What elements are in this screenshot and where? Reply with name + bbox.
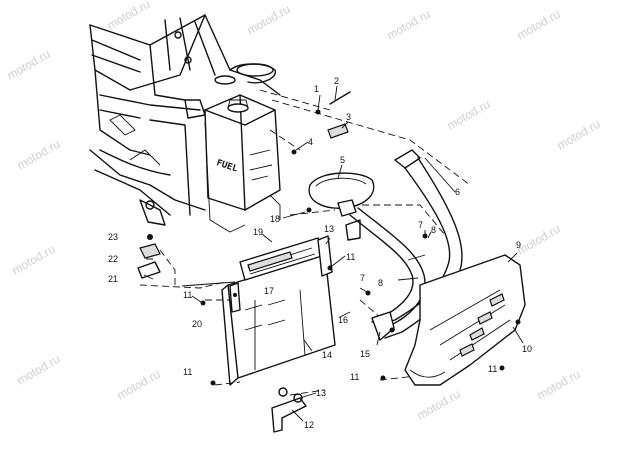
callout-3: 3	[346, 112, 351, 122]
callout-8a: 8	[431, 225, 436, 235]
callout-14: 14	[322, 350, 332, 360]
callout-23: 23	[108, 232, 118, 242]
watermark: motod.ru	[445, 97, 493, 133]
callout-16: 16	[338, 315, 348, 325]
callout-4: 4	[308, 137, 313, 147]
part-12-bracket	[271, 387, 307, 433]
callout-12: 12	[304, 420, 314, 430]
callout-11b: 11	[183, 290, 192, 300]
part-14-panel	[221, 235, 336, 386]
callout-22: 22	[108, 254, 118, 264]
watermark: motod.ru	[105, 0, 153, 33]
watermark: motod.ru	[115, 367, 163, 403]
callout-19: 19	[253, 227, 263, 237]
watermark: motod.ru	[385, 7, 433, 43]
callout-5: 5	[340, 155, 345, 165]
callout-labels: 1 2 3 4 5 6 7 7 8 8 9 10 11 11 11 11 11 …	[108, 76, 532, 430]
watermark: motod.ru	[535, 367, 583, 403]
callout-13a: 13	[324, 224, 334, 234]
watermark: motod.ru	[415, 387, 463, 423]
part-21-clip	[137, 234, 161, 279]
leader-lines	[143, 85, 524, 422]
callout-1: 1	[314, 84, 319, 94]
fuel-tank: FUEL	[204, 94, 281, 233]
callout-9: 9	[516, 240, 521, 250]
callout-11e: 11	[488, 364, 497, 374]
callout-17: 17	[264, 286, 274, 296]
callout-20: 20	[192, 319, 202, 329]
callout-7a: 7	[418, 220, 423, 230]
watermark: motod.ru	[15, 352, 63, 388]
part-9-skid-plate	[404, 254, 526, 386]
watermark: motod.ru	[555, 117, 603, 153]
callout-11c: 11	[183, 367, 192, 377]
watermark: motod.ru	[5, 47, 53, 83]
callout-13b: 13	[316, 388, 326, 398]
callout-2: 2	[334, 76, 339, 86]
watermark: motod.ru	[15, 137, 63, 173]
callout-15: 15	[360, 349, 370, 359]
part-5-pad	[308, 172, 375, 241]
callout-21: 21	[108, 274, 118, 284]
vehicle-frame	[89, 14, 281, 226]
watermark: motod.ru	[515, 7, 563, 43]
callout-11d: 11	[350, 372, 359, 382]
watermark: motod.ru	[245, 2, 293, 38]
watermark: motod.ru	[515, 222, 563, 258]
callout-11a: 11	[346, 252, 355, 262]
watermark: motod.ru	[10, 242, 58, 278]
callout-7b: 7	[360, 273, 365, 283]
callout-6: 6	[455, 187, 460, 197]
callout-18: 18	[270, 214, 280, 224]
callout-8b: 8	[378, 278, 383, 288]
callout-10: 10	[522, 344, 532, 354]
